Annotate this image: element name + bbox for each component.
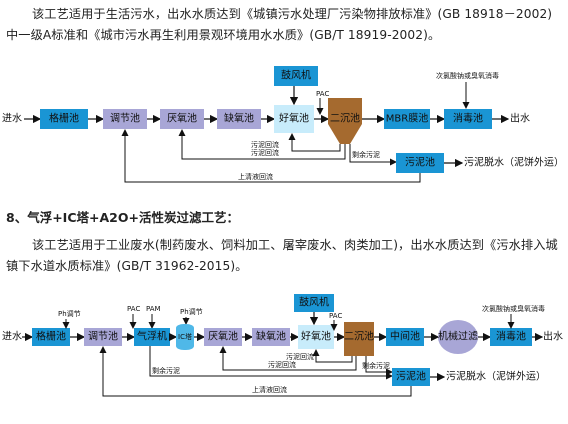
blower-2 (294, 294, 334, 312)
aerobic-tank-2 (298, 325, 334, 349)
pam-label: PAM (146, 305, 161, 313)
pac2-label: PAC (329, 312, 342, 320)
grid-tank (40, 109, 88, 129)
ph-adjust-label-1: Ph调节 (58, 309, 81, 318)
pac-label-2: PAC (127, 305, 140, 313)
middle-tank (386, 328, 424, 346)
chlorine-label-2: 次氯酸钠或臭氧消毒 (482, 304, 545, 313)
process-diagram-domestic: 进水 格栅池 调节池 厌氧池 缺氧池 好氧池 鼓风机 PAC 二沉池 MBR膜池… (2, 66, 564, 183)
disinfection-tank-2-label: 消毒池 (496, 330, 526, 343)
section-heading: 8、气浮+IC塔+A2O+活性炭过滤工艺： (6, 210, 239, 225)
sludge-tank-2-label: 污泥池 (396, 370, 426, 383)
anaerobic-tank-label: 厌氧池 (167, 112, 197, 125)
disinfection-tank-label: 消毒池 (453, 112, 483, 125)
inlet-label-2: 进水 (2, 331, 22, 343)
chlorine-label: 次氯酸钠或臭氧消毒 (436, 71, 499, 80)
excess-sludge-2b-label: 剩余污泥 (362, 361, 390, 370)
dewater-label-2: 污泥脱水（泥饼外运） (446, 370, 546, 383)
secondary-clarifier-2-label: 二沉池 (344, 330, 374, 343)
adjust-tank-2 (84, 328, 122, 346)
disinfection-tank (444, 109, 492, 129)
adjust-tank-2-label: 调节池 (88, 330, 118, 343)
intro-paragraph: 该工艺适用于生活污水，出水水质达到《城镇污水处理厂污染物排放标准》(GB 189… (6, 4, 562, 46)
disinfection-tank-2 (490, 328, 532, 346)
sludge-return-2a-label: 污泥回流 (286, 352, 314, 361)
grid-tank-2 (32, 328, 70, 346)
secondary-clarifier-2 (344, 322, 374, 356)
blower-2-label: 鼓风机 (299, 296, 329, 309)
outlet-label-2: 出水 (543, 330, 563, 343)
middle-tank-label: 中间池 (390, 330, 420, 343)
anaerobic-tank-2 (204, 328, 242, 346)
secondary-clarifier (328, 98, 362, 144)
sludge-return-2b-label: 污泥回流 (268, 360, 296, 369)
anoxic-tank-2-label: 缺氧池 (256, 330, 286, 343)
mbr-tank-label: MBR膜池 (386, 112, 428, 125)
grid-tank-2-label: 格栅池 (36, 330, 66, 343)
flotation-machine (134, 328, 170, 346)
ic-tower-label: IC塔 (178, 332, 192, 341)
excess-sludge-2a-label: 剩余污泥 (152, 366, 180, 375)
mbr-tank (384, 109, 430, 129)
anaerobic-tank-2-label: 厌氧池 (208, 330, 238, 343)
secondary-clarifier-label: 二沉池 (330, 112, 360, 125)
pac-label: PAC (316, 90, 329, 98)
ic-tower (176, 324, 194, 350)
industrial-paragraph: 该工艺适用于工业废水(制药废水、饲料加工、屠宰废水、肉类加工)，出水水质达到《污… (6, 235, 562, 277)
aerobic-tank-label: 好氧池 (279, 112, 309, 125)
flotation-machine-label: 气浮机 (137, 330, 167, 343)
anoxic-tank-2 (252, 328, 290, 346)
supernatant-label-2: 上清液回流 (252, 385, 287, 394)
dewater-label: 污泥脱水（泥饼外运） (464, 156, 564, 169)
intro-paragraph-text: 该工艺适用于生活污水，出水水质达到《城镇污水处理厂污染物排放标准》(GB 189… (6, 7, 553, 42)
anoxic-tank-label: 缺氧池 (224, 112, 254, 125)
process-diagram-industrial: 进水 格栅池 Ph调节 调节池 PAC PAM 气浮机 Ph调节 IC塔 厌氧池… (2, 294, 563, 397)
adjust-tank-label: 调节池 (110, 112, 140, 125)
sludge-tank-2 (392, 368, 430, 386)
sludge-return-2-label: 污泥回流 (251, 148, 279, 157)
aerobic-tank (274, 105, 314, 133)
sludge-tank (396, 153, 444, 173)
supernatant-label: 上清液回流 (238, 172, 273, 181)
grid-tank-label: 格栅池 (49, 112, 79, 125)
sludge-tank-label: 污泥池 (405, 156, 435, 169)
anoxic-tank (217, 109, 261, 129)
sludge-return-1-label: 污泥回流 (251, 140, 279, 149)
anaerobic-tank (160, 109, 204, 129)
industrial-paragraph-text: 该工艺适用于工业废水(制药废水、饲料加工、屠宰废水、肉类加工)，出水水质达到《污… (6, 238, 558, 273)
blower (274, 66, 318, 86)
mechanical-filter (438, 320, 478, 354)
mechanical-filter-label: 机械过滤 (438, 330, 478, 343)
ph-adjust-label-2: Ph调节 (180, 307, 203, 316)
blower-label: 鼓风机 (281, 69, 311, 82)
inlet-label: 进水 (2, 113, 22, 125)
adjust-tank (103, 109, 147, 129)
excess-sludge-label: 剩余污泥 (352, 150, 380, 159)
aerobic-tank-2-label: 好氧池 (301, 330, 331, 343)
outlet-label: 出水 (510, 112, 530, 125)
